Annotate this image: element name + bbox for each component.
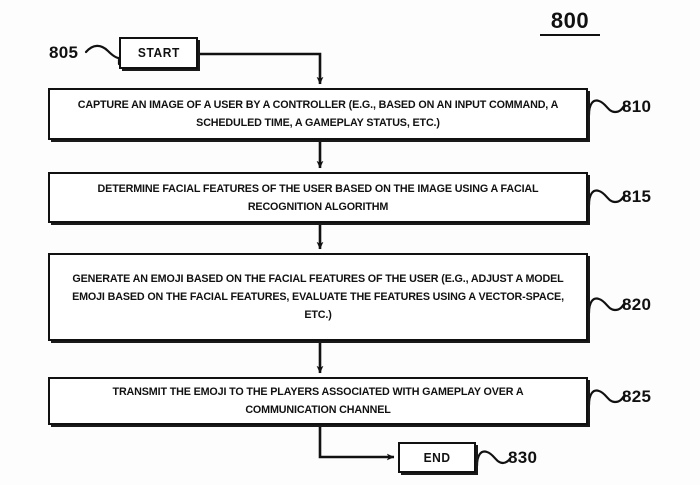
node-end-label: END [423,450,451,465]
connector-825-to-end [318,425,395,461]
leader-squiggle-830 [475,450,512,468]
node-determine-facial-features: DETERMINE FACIAL FEATURES OF THE USER BA… [48,172,588,223]
node-transmit-emoji: TRANSMIT THE EMOJI TO THE PLAYERS ASSOCI… [48,377,588,425]
leader-squiggle-810 [587,99,626,117]
node-generate-emoji: GENERATE AN EMOJI BASED ON THE FACIAL FE… [48,253,588,341]
ref-numeral-815: 815 [622,187,652,206]
node-start-label: START [137,46,180,60]
ref-numeral-820: 820 [622,295,652,314]
leader-squiggle-820 [587,297,626,315]
leader-squiggle-815 [587,189,626,207]
node-820-label: GENERATE AN EMOJI BASED ON THE FACIAL FE… [72,273,564,321]
node-end: END [398,442,476,473]
node-810-label: CAPTURE AN IMAGE OF A USER BY A CONTROLL… [77,99,559,129]
ref-numeral-825: 825 [622,387,652,406]
ref-numeral-805: 805 [49,43,79,62]
node-825-label: TRANSMIT THE EMOJI TO THE PLAYERS ASSOCI… [112,386,524,416]
leader-squiggle-825 [587,389,626,407]
node-capture-image: CAPTURE AN IMAGE OF A USER BY A CONTROLL… [48,88,588,140]
ref-numeral-810: 810 [622,97,652,116]
connector-start-to-810 [198,52,324,85]
node-start: START [119,37,198,69]
ref-numeral-830: 830 [508,448,538,467]
leader-squiggle-805 [84,44,121,66]
node-815-label: DETERMINE FACIAL FEATURES OF THE USER BA… [97,182,539,213]
figure-number: 800 [540,9,600,36]
